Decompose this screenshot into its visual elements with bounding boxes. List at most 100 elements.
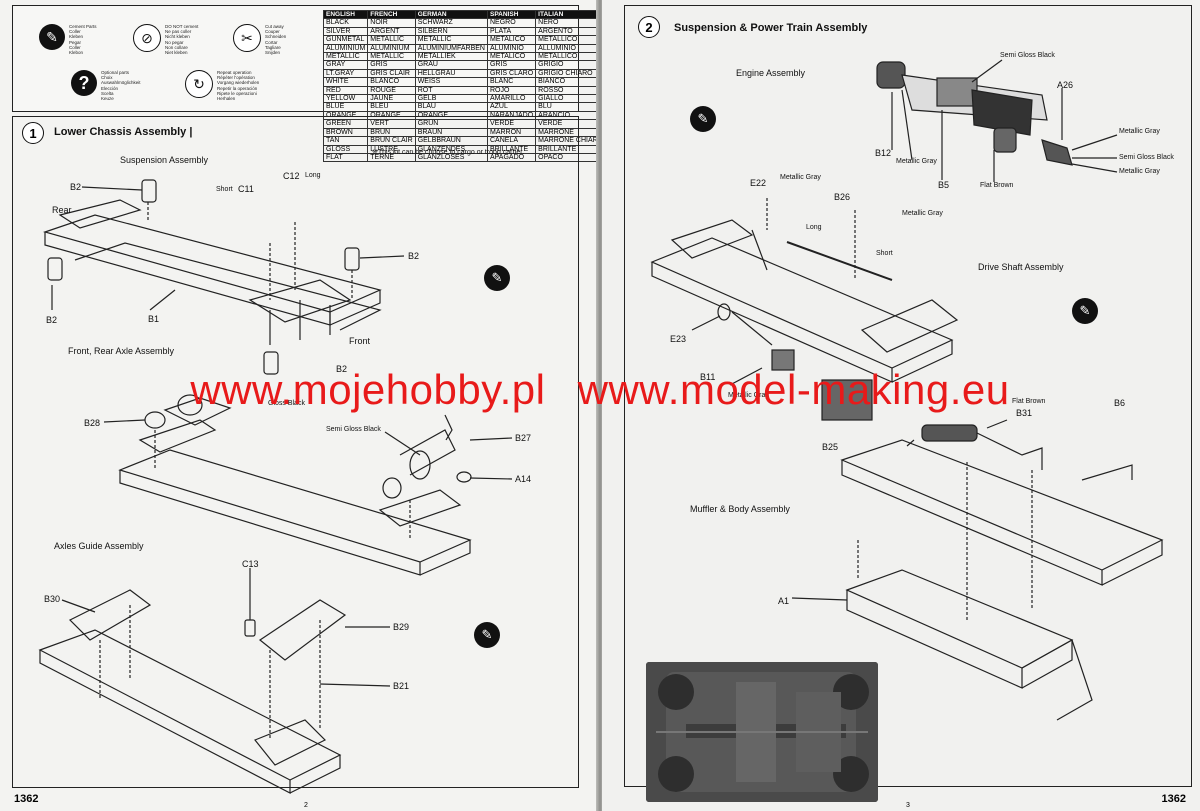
label-c11: C11: [238, 184, 254, 194]
repeat-icon: ↻: [185, 70, 213, 98]
label-semi-gloss-black: Semi Gloss Black: [1000, 52, 1055, 59]
label-b28: B28: [84, 418, 101, 428]
legend-cement-text: Cement Parts Coller Kleben Pegar Coller …: [69, 24, 97, 56]
label-e22: E22: [750, 178, 767, 188]
optional-icon: ?: [71, 70, 97, 96]
color-table-cell: ARGENT: [367, 26, 416, 37]
color-table-cell: CANELA: [486, 136, 537, 146]
step1-title: Lower Chassis Assembly |: [54, 126, 193, 138]
sub-muffler-title: Muffler & Body Assembly: [690, 504, 790, 514]
label-short: Short: [216, 186, 233, 193]
label-b2: B2: [70, 182, 82, 192]
no-cement-icon: ⊘: [133, 24, 161, 52]
label-long: Long: [806, 224, 822, 231]
cement-icon: ✎: [1072, 298, 1098, 324]
label-short: Short: [876, 250, 893, 257]
label-semi-gloss-black: Semi Gloss Black: [1119, 154, 1174, 161]
label-b1: B1: [148, 314, 160, 324]
label-b29: B29: [393, 622, 410, 632]
label-flat-brown: Flat Brown: [980, 182, 1014, 189]
label-flat-brown: Flat Brown: [1012, 398, 1046, 405]
legend-repeat-text: Repeat operation Répéter l'opération Vor…: [217, 70, 260, 102]
step2-frame: [624, 5, 1192, 787]
label-front: Front: [349, 336, 371, 346]
color-table-cell: TERNE: [367, 152, 416, 163]
step2-number: 2: [638, 16, 660, 38]
watermark: www.mojehobby.pl www.model-making.eu: [0, 366, 1200, 414]
color-table-cell: BRILLANTE: [535, 144, 598, 154]
book-spine: [596, 0, 604, 811]
right-page-number: 3: [906, 802, 910, 809]
color-table-cell: ARANCIO: [535, 110, 598, 121]
sub-engine-title: Engine Assembly: [736, 68, 806, 78]
color-table-cell: ARGENTO: [535, 26, 598, 37]
color-header: FRENCH: [367, 9, 416, 20]
color-table-cell: VERDE: [486, 119, 537, 129]
label-metallic-gray: Metallic Gray: [1119, 128, 1160, 135]
legend-cut-text: Cut away Couper Schneiden Cortar Tagliar…: [265, 24, 287, 56]
color-table-cell: ALUMINIUMFARBEN: [414, 43, 488, 54]
legend-repeat: ↻ Repeat operation Répéter l'opération V…: [185, 70, 259, 101]
step1-note: ※This kit can be choose to cargo or troo…: [372, 149, 525, 156]
label-b25: B25: [822, 442, 839, 452]
color-table-cell: NARANJADO: [486, 110, 537, 121]
color-table-cell: LUSTRE: [367, 144, 416, 154]
cut-icon: ✂: [233, 24, 261, 52]
label-metallic-gray: Metallic Gray: [780, 174, 821, 181]
color-table-cell: BRUN CLAIR: [367, 136, 416, 146]
legend-optional-text: Optional parts Choix Auswahlmöglichkeit …: [101, 70, 141, 102]
label-metallic-gray: Metallic Gray: [902, 210, 943, 217]
cement-icon: ✎: [39, 24, 65, 50]
color-table-cell: HELLGRAU: [414, 68, 488, 79]
label-metallic-gray: Metallic Gray: [728, 392, 769, 399]
color-table-cell: MARRONE: [535, 127, 598, 138]
left-page-number: 2: [304, 802, 308, 809]
label-e23: E23: [670, 334, 687, 344]
cement-icon: ✎: [690, 106, 716, 132]
cement-icon: ✎: [474, 622, 500, 648]
color-table-cell: METALICO: [486, 52, 537, 62]
step2-drawings: [650, 59, 1164, 721]
cement-icon: ✎: [484, 265, 510, 291]
color-table-cell: GRIS CLARO: [486, 68, 537, 79]
legend-no-cement-text: DO NOT cement Ne pas coller Nicht kleben…: [165, 24, 199, 56]
label-a1: A1: [778, 596, 790, 606]
chassis-photo-drawing: [646, 662, 878, 802]
color-table-cell: BLANCO: [367, 77, 416, 87]
color-table-cell: BLANC: [486, 77, 537, 87]
label-semi-gloss-black: Semi Gloss Black: [326, 426, 381, 433]
color-table-cell: METALLIEK: [414, 52, 488, 62]
color-table-cell: MARRON: [486, 127, 537, 138]
color-table-cell: MARRONE CHIARO: [535, 136, 598, 146]
label-b2: B2: [336, 364, 348, 374]
label-b12: B12: [875, 148, 892, 158]
step1-number: 1: [22, 122, 44, 144]
color-table-cell: GLANZLOSES: [414, 152, 488, 163]
label-b2: B2: [46, 315, 58, 325]
label-c12: C12: [283, 171, 300, 181]
color-table-cell: METALLIC: [367, 52, 416, 62]
color-table-header: ENGLISH FRENCH GERMAN SPANISH ITALIAN: [322, 9, 598, 20]
watermark-right: www.model-making.eu: [577, 366, 1010, 413]
color-table-cell: METALLIC: [367, 35, 416, 45]
sub-guide-title: Axles Guide Assembly: [54, 541, 144, 551]
color-table-cell: GELBBRAUN: [414, 136, 488, 146]
legend-cut: ✂ Cut away Couper Schneiden Cortar Tagli…: [233, 24, 307, 55]
step2-title: Suspension & Power Train Assembly: [674, 22, 868, 34]
color-table-cell: METALLICO: [535, 35, 598, 45]
color-table-cell: ALUMINIO: [486, 43, 537, 54]
label-metallic-gray: Metallic Gray: [896, 158, 937, 165]
label-b27: B27: [515, 433, 532, 443]
color-table-cell: AMARILLO: [486, 94, 537, 104]
left-page: ✎ Cement Parts Coller Kleben Pegar Colle…: [0, 0, 598, 811]
legend-box: ✎ Cement Parts Coller Kleben Pegar Colle…: [12, 5, 598, 163]
